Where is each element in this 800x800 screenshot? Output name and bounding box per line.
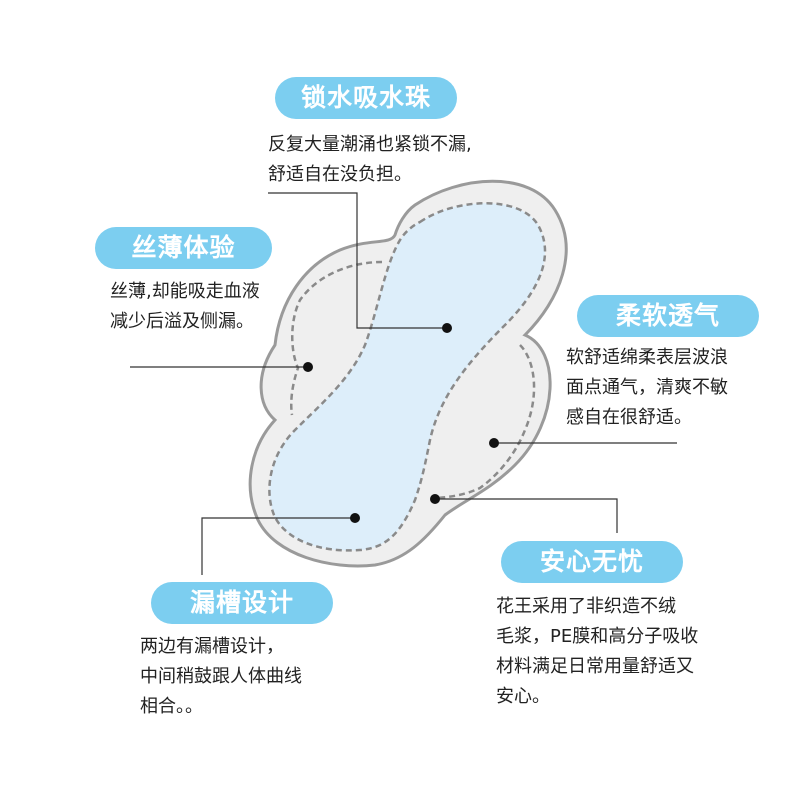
desc-line: 丝薄,却能吸走血液 (110, 281, 260, 302)
desc-line: 软舒适绵柔表层波浪 (566, 347, 728, 368)
feature-desc-lock-water: 反复大量潮涌也紧锁不漏, 舒适自在没负担。 (268, 130, 472, 190)
feature-title-leak-groove: 漏槽设计 (151, 582, 333, 624)
leader-dot-5 (430, 494, 440, 504)
desc-line: 相合。。 (140, 696, 203, 717)
desc-line: 中间稍鼓跟人体曲线 (140, 666, 302, 687)
leader-dot-2 (303, 362, 313, 372)
feature-desc-peace-of-mind: 花王采用了非织造不绒 毛浆，PE膜和高分子吸收 材料满足日常用量舒适又 安心。 (496, 592, 698, 712)
leader-dot-3 (489, 438, 499, 448)
desc-line: 反复大量潮涌也紧锁不漏, (268, 134, 472, 155)
desc-line: 毛浆，PE膜和高分子吸收 (496, 626, 699, 647)
leader-dot-1 (442, 323, 452, 333)
right-wing-stitch (437, 344, 536, 500)
leader-line-5 (435, 498, 618, 533)
feature-title-peace-of-mind: 安心无忧 (501, 541, 683, 583)
feature-desc-leak-groove: 两边有漏槽设计， 中间稍鼓跟人体曲线 相合。。 (140, 632, 302, 722)
desc-line: 两边有漏槽设计， (140, 636, 284, 657)
left-wing-stitch (290, 260, 383, 416)
feature-desc-breathable: 软舒适绵柔表层波浪 面点通气，清爽不敏 感自在很舒适。 (566, 343, 728, 433)
desc-line: 安心。 (496, 686, 550, 707)
desc-line: 感自在很舒适。 (566, 407, 692, 428)
feature-title-thin: 丝薄体验 (95, 227, 272, 269)
desc-line: 材料满足日常用量舒适又 (496, 656, 694, 677)
leader-line-4 (201, 517, 355, 575)
desc-line: 舒适自在没负担。 (268, 164, 412, 185)
leader-line-1 (268, 192, 447, 329)
feature-title-breathable: 柔软透气 (577, 295, 759, 337)
pad-core (268, 202, 547, 552)
desc-line: 花王采用了非织造不绒 (496, 596, 676, 617)
feature-title-lock-water: 锁水吸水珠 (275, 77, 457, 119)
leader-dot-4 (350, 513, 360, 523)
desc-line: 面点通气，清爽不敏 (566, 377, 728, 398)
desc-line: 减少后溢及侧漏。 (110, 311, 254, 332)
feature-desc-thin: 丝薄,却能吸走血液 减少后溢及侧漏。 (110, 277, 260, 337)
